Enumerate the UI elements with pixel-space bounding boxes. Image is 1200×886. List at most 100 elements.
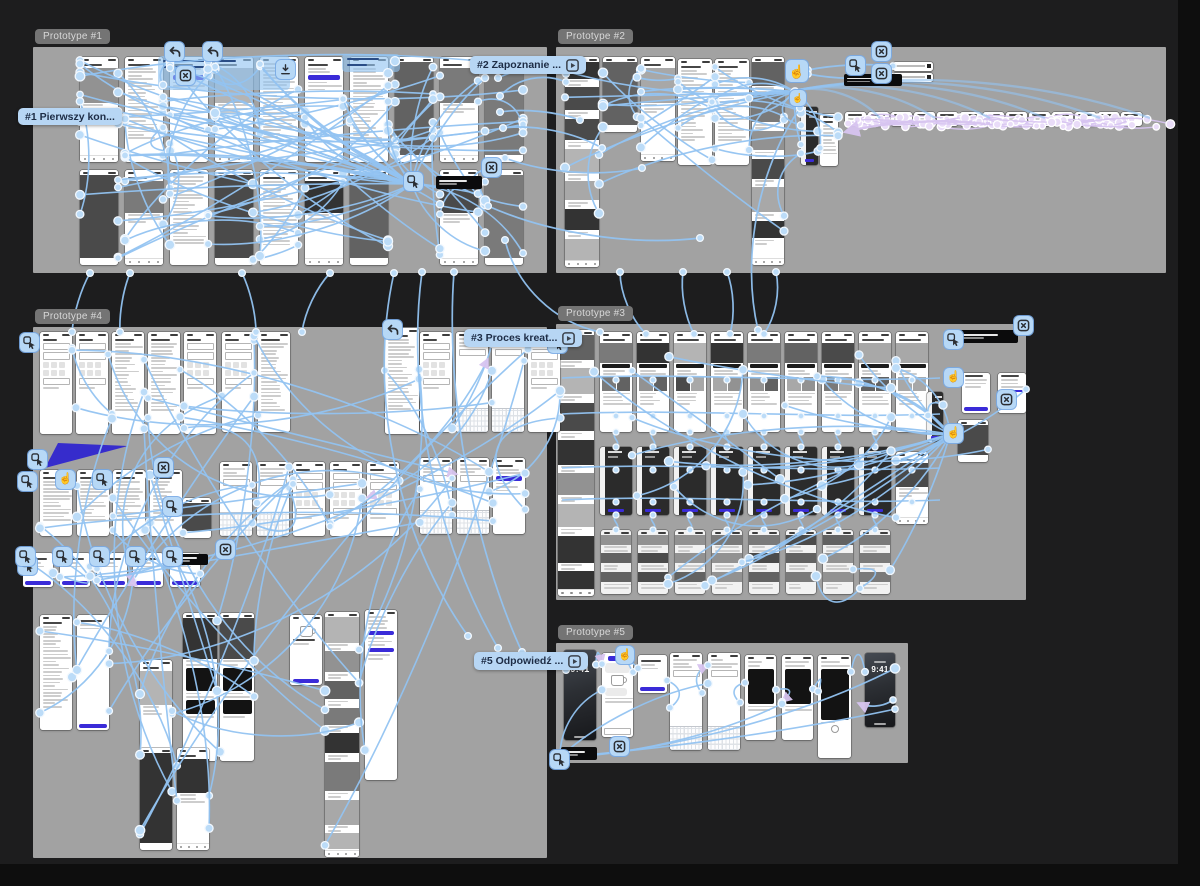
screen-thumbnail[interactable] xyxy=(325,612,359,857)
screen-thumbnail[interactable] xyxy=(385,328,419,434)
screen-thumbnail[interactable] xyxy=(113,470,145,536)
screen-thumbnail[interactable] xyxy=(492,332,524,432)
interaction-chip[interactable] xyxy=(93,470,112,489)
interaction-chip[interactable] xyxy=(28,450,47,469)
screen-thumbnail[interactable] xyxy=(140,660,172,760)
screen-thumbnail[interactable] xyxy=(860,530,890,594)
screen-thumbnail[interactable] xyxy=(822,332,854,432)
screen-thumbnail[interactable] xyxy=(600,332,632,432)
screen-thumbnail[interactable]: 9:41 xyxy=(865,653,895,727)
screen-thumbnail[interactable] xyxy=(456,332,488,432)
screen-thumbnail[interactable] xyxy=(420,458,452,534)
hand-pointer-chip[interactable]: ☝ xyxy=(616,646,634,664)
flow-start-badge-4[interactable]: #5 Odpowiedź ... xyxy=(474,652,589,670)
screen-thumbnail[interactable] xyxy=(80,170,118,265)
hand-pointer-chip[interactable]: ☝ xyxy=(944,424,963,443)
screen-thumbnail[interactable] xyxy=(220,462,252,536)
screen-thumbnail[interactable] xyxy=(1121,112,1142,126)
hand-pointer-chip[interactable]: ☝ xyxy=(56,470,75,489)
screen-thumbnail[interactable] xyxy=(77,615,109,730)
screen-thumbnail[interactable] xyxy=(641,57,675,161)
hand-pointer-chip[interactable]: ☝ xyxy=(786,60,808,82)
screen-thumbnail[interactable] xyxy=(365,610,397,780)
screen-thumbnail[interactable] xyxy=(868,112,889,126)
interaction-chip[interactable] xyxy=(944,330,963,349)
screen-thumbnail[interactable] xyxy=(914,112,935,126)
screen-thumbnail[interactable] xyxy=(220,613,254,761)
screen-thumbnail[interactable] xyxy=(960,112,981,126)
screen-thumbnail[interactable] xyxy=(678,59,712,165)
screen-thumbnail[interactable] xyxy=(257,462,289,536)
back-arrow-chip[interactable] xyxy=(165,42,184,61)
screen-thumbnail[interactable] xyxy=(823,530,853,594)
screen-thumbnail[interactable] xyxy=(786,530,816,594)
frame-label-prototype-5[interactable]: Prototype #5 xyxy=(558,625,634,640)
screen-thumbnail[interactable] xyxy=(670,653,702,750)
screen-thumbnail[interactable] xyxy=(785,332,817,432)
screen-thumbnail[interactable] xyxy=(845,112,866,126)
screen-thumbnail[interactable] xyxy=(822,447,854,515)
close-chip[interactable] xyxy=(872,42,891,61)
interaction-chip[interactable] xyxy=(126,547,145,566)
screen-thumbnail[interactable] xyxy=(752,57,784,265)
screen-thumbnail[interactable] xyxy=(891,112,912,126)
screen-thumbnail[interactable] xyxy=(896,332,928,432)
screen-thumbnail[interactable] xyxy=(715,59,749,165)
screen-thumbnail[interactable] xyxy=(601,530,631,594)
screen-thumbnail[interactable] xyxy=(674,332,706,432)
frame-label-prototype-1[interactable]: Prototype #1 xyxy=(35,29,111,44)
screen-thumbnail[interactable] xyxy=(457,458,489,534)
interaction-chip[interactable] xyxy=(163,497,182,516)
screen-thumbnail[interactable] xyxy=(177,748,209,850)
close-chip[interactable] xyxy=(997,390,1016,409)
close-chip[interactable] xyxy=(610,737,629,756)
screen-thumbnail[interactable] xyxy=(140,748,172,850)
screen-thumbnail[interactable] xyxy=(638,530,668,594)
screen-thumbnail[interactable] xyxy=(927,392,943,442)
screen-thumbnail[interactable] xyxy=(222,332,254,432)
close-chip[interactable] xyxy=(1014,316,1033,335)
frame-label-prototype-2[interactable]: Prototype #2 xyxy=(558,29,634,44)
screen-thumbnail[interactable] xyxy=(962,373,990,413)
screen-thumbnail[interactable] xyxy=(859,447,891,515)
screen-thumbnail[interactable] xyxy=(893,62,933,71)
screen-thumbnail[interactable] xyxy=(749,530,779,594)
close-chip[interactable] xyxy=(154,458,173,477)
screen-thumbnail[interactable] xyxy=(937,112,958,126)
screen-thumbnail[interactable] xyxy=(215,170,253,265)
interaction-chip[interactable] xyxy=(846,56,865,75)
back-arrow-chip[interactable] xyxy=(203,42,222,61)
screen-thumbnail[interactable] xyxy=(748,447,780,515)
screen-thumbnail[interactable] xyxy=(801,107,818,165)
screen-thumbnail[interactable] xyxy=(170,170,208,265)
screen-thumbnail[interactable] xyxy=(183,613,217,761)
screen-thumbnail[interactable] xyxy=(745,655,776,740)
screen-thumbnail[interactable] xyxy=(893,73,933,82)
screen-thumbnail[interactable] xyxy=(1006,112,1027,126)
screen-thumbnail[interactable] xyxy=(712,530,742,594)
screen-thumbnail[interactable] xyxy=(896,452,928,524)
download-chip[interactable] xyxy=(276,60,295,79)
frame-label-prototype-3[interactable]: Prototype #3 xyxy=(558,306,634,321)
interaction-chip[interactable] xyxy=(18,472,37,491)
close-chip[interactable] xyxy=(482,158,501,177)
back-arrow-chip[interactable] xyxy=(383,320,402,339)
screen-thumbnail[interactable] xyxy=(305,57,343,162)
interaction-chip[interactable] xyxy=(20,333,39,352)
screen-thumbnail[interactable] xyxy=(290,615,322,685)
screen-thumbnail[interactable] xyxy=(637,447,669,515)
screen-thumbnail[interactable] xyxy=(565,57,599,267)
screen-thumbnail[interactable] xyxy=(330,462,362,536)
screen-thumbnail[interactable] xyxy=(820,114,838,166)
screen-thumbnail[interactable] xyxy=(600,447,632,515)
hand-pointer-chip[interactable]: ☝ xyxy=(790,90,806,106)
screen-thumbnail[interactable] xyxy=(40,332,72,434)
screen-thumbnail[interactable] xyxy=(125,170,163,265)
screen-thumbnail[interactable] xyxy=(112,332,144,434)
flow-play-icon[interactable] xyxy=(566,58,579,72)
screen-thumbnail[interactable] xyxy=(602,653,633,737)
frame-label-prototype-4[interactable]: Prototype #4 xyxy=(35,309,111,324)
screen-thumbnail[interactable] xyxy=(395,57,433,162)
interaction-chip[interactable] xyxy=(550,750,569,769)
screen-thumbnail[interactable] xyxy=(818,655,851,758)
